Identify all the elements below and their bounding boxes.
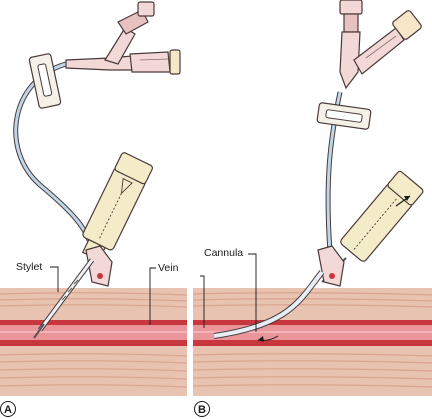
panel-letter-b: B <box>198 404 206 416</box>
tubing-clamp-a <box>28 53 62 109</box>
panel-a: Stylet Vein A <box>0 1 188 417</box>
tissue-stripes-b <box>192 292 432 388</box>
cannula-label: Cannula <box>204 247 243 259</box>
tissue-stripes-a <box>0 292 188 388</box>
wings-b <box>317 245 345 287</box>
cannula-leader-line <box>248 253 257 332</box>
y-connector-b <box>339 0 422 90</box>
panel-badge-b <box>194 401 210 417</box>
wings-a <box>85 245 113 287</box>
panel-letter-a: A <box>4 404 12 416</box>
tubing-clamp-b <box>316 102 372 130</box>
y-connector-a <box>65 1 181 75</box>
needle-hub-a <box>81 152 153 262</box>
vein-label: Vein <box>158 262 179 274</box>
vein-leader-line-b <box>200 275 205 328</box>
panel-b: Cannula B <box>192 0 432 417</box>
panel-badge-a <box>0 401 16 417</box>
stylet-leader-line <box>50 266 59 292</box>
stylet-label: Stylet <box>16 261 42 273</box>
stylet-needle-a <box>33 323 45 339</box>
needle-hub-b <box>340 170 424 262</box>
vein-leader-line <box>149 267 156 325</box>
